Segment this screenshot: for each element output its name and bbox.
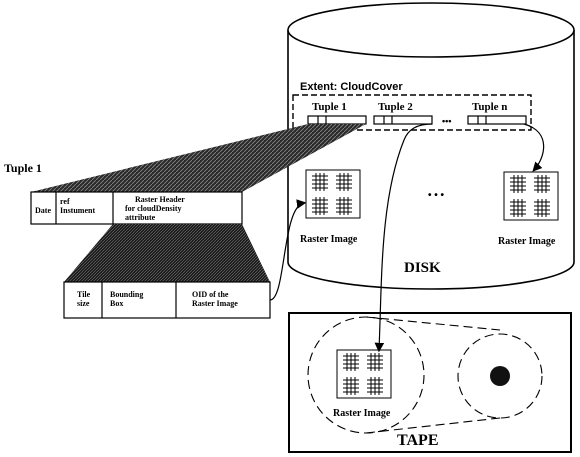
tuple-n-record: [467, 115, 527, 125]
tuple-2-label: Tuple 2: [378, 101, 413, 113]
tape-reel-right: [457, 333, 543, 419]
field-bbox-line2: Box: [110, 299, 123, 308]
disk-ellipsis: • • •: [428, 190, 445, 201]
field-oid-line1: OID of the: [192, 290, 229, 299]
field-tile-line2: size: [77, 299, 90, 308]
disk-raster-image-1: [305, 169, 361, 219]
tuple-n-label: Tuple n: [472, 101, 507, 113]
field-header-line3: attribute: [125, 213, 156, 222]
tuple-detail-record: [30, 191, 243, 225]
tape-box: [288, 312, 572, 453]
field-header-line1: Raster Header: [135, 195, 185, 204]
field-header-line2: for cloudDensity: [125, 204, 182, 213]
tape-band: [365, 316, 501, 434]
disk-raster-label-n: Raster Image: [498, 236, 556, 247]
tape-label: TAPE: [397, 432, 438, 449]
tuple-expansion-shading: [31, 124, 366, 192]
tuple-2-record: [373, 115, 433, 125]
header-expansion-shading: [64, 224, 270, 282]
disk-raster-image-n: [503, 171, 559, 221]
tuple-2-to-tape-arrow: [374, 123, 433, 353]
tape-raster-image: [336, 349, 392, 399]
field-tile-line1: Tile: [77, 290, 91, 299]
tuple-1-record: [307, 115, 367, 125]
field-ref-line1: ref: [60, 197, 70, 206]
oid-to-disk-arrow: [269, 199, 307, 301]
tape-raster-label: Raster Image: [333, 408, 391, 419]
tuple-n-arrow: [523, 123, 545, 172]
extent-label: Extent: CloudCover: [300, 81, 403, 93]
disk-raster-label-1: Raster Image: [300, 234, 358, 245]
field-date: Date: [35, 206, 51, 215]
tuple-ellipsis: •••: [442, 116, 451, 126]
tape-reel-hub: [490, 366, 510, 386]
disk-label: DISK: [404, 260, 441, 276]
tuple-detail-title: Tuple 1: [4, 161, 42, 175]
tuple-1-label: Tuple 1: [312, 101, 347, 113]
field-ref-line2: Instument: [60, 206, 95, 215]
field-oid-line2: Raster Image: [192, 299, 238, 308]
field-bbox-line1: Bounding: [110, 290, 143, 299]
header-detail-record: [63, 281, 271, 319]
